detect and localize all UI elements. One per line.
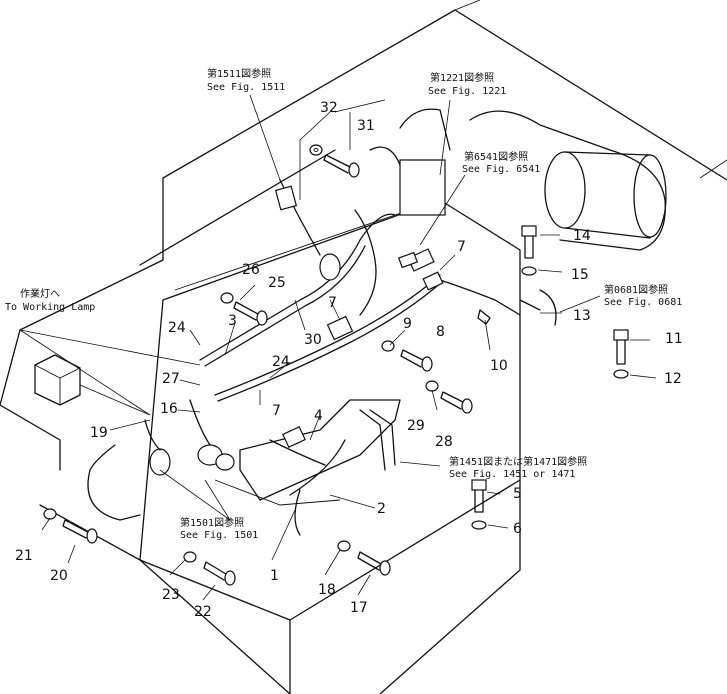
callout-fig1511-en: See Fig. 1511 — [207, 82, 285, 93]
part-20: 20 — [50, 568, 68, 584]
part-5: 5 — [513, 486, 522, 502]
part-15: 15 — [571, 267, 589, 283]
engine-assembly — [369, 108, 667, 326]
part-25: 25 — [268, 275, 286, 291]
leader-lines — [19, 94, 657, 601]
part-10: 10 — [490, 358, 508, 374]
part-4: 4 — [314, 408, 323, 424]
callout-fig1501-jp: 第1501図参照 — [180, 516, 244, 529]
part-1: 1 — [270, 568, 279, 584]
part-26: 26 — [242, 262, 260, 278]
part-30: 30 — [304, 332, 322, 348]
part-24-a: 24 — [168, 320, 186, 336]
callout-fig1221-en: See Fig. 1221 — [428, 86, 506, 97]
part-8: 8 — [436, 324, 445, 340]
front-block — [87, 399, 401, 521]
part-19: 19 — [90, 425, 108, 441]
bolt-14 — [521, 225, 537, 276]
callout-fig0681-en: See Fig. 0681 — [604, 297, 682, 308]
callout-fig1451-en: See Fig. 1451 or 1471 — [449, 469, 575, 480]
part-22: 22 — [194, 604, 212, 620]
part-31: 31 — [357, 118, 375, 134]
reference-callouts: 第1511図参照 See Fig. 1511 第1221図参照 See Fig.… — [5, 67, 682, 541]
part-7-b: 7 — [328, 295, 337, 311]
callout-lamp-jp: 作業灯へ — [20, 287, 60, 300]
fasteners — [43, 144, 629, 586]
part-18: 18 — [318, 582, 336, 598]
part-16: 16 — [160, 401, 178, 417]
part-23: 23 — [162, 587, 180, 603]
part-13: 13 — [573, 308, 591, 324]
bolt-25 — [220, 292, 268, 326]
part-9: 9 — [403, 316, 412, 332]
working-lamp — [19, 329, 201, 416]
callout-fig6541-en: See Fig. 6541 — [462, 164, 540, 175]
callout-fig1221-jp: 第1221図参照 — [430, 71, 494, 84]
callout-fig1511-jp: 第1511図参照 — [207, 67, 271, 80]
callout-fig1501-en: See Fig. 1501 — [180, 530, 258, 541]
part-17: 17 — [350, 600, 368, 616]
part-27: 27 — [162, 371, 180, 387]
callout-fig0681-jp: 第0681図参照 — [604, 283, 668, 296]
callout-lamp-en: To Working Lamp — [5, 302, 95, 313]
part-21: 21 — [15, 548, 33, 564]
part-6: 6 — [513, 521, 522, 537]
callout-fig1451-jp: 第1451図または第1471図参照 — [449, 455, 587, 468]
part-29: 29 — [407, 418, 425, 434]
part-14: 14 — [573, 228, 591, 244]
bolt-22 — [183, 551, 236, 586]
bolt-11 — [613, 329, 629, 379]
bolt-8 — [381, 340, 433, 372]
bolt-28 — [425, 380, 473, 414]
part-24-b: 24 — [272, 354, 290, 370]
part-7-c: 7 — [272, 403, 281, 419]
part-32: 32 — [320, 100, 338, 116]
part-28: 28 — [435, 434, 453, 450]
part-numbers: 1 2 3 4 5 6 7 7 7 8 9 10 11 12 13 14 15 … — [15, 100, 683, 620]
part-3: 3 — [228, 313, 237, 329]
callout-fig6541-jp: 第6541図参照 — [464, 150, 528, 163]
part-12: 12 — [664, 371, 682, 387]
bolt-5 — [471, 479, 487, 530]
part-7-a: 7 — [457, 239, 466, 255]
part-11: 11 — [665, 331, 683, 347]
bolt-17 — [337, 540, 391, 576]
bolt-31 — [309, 144, 360, 178]
wiring-harness — [144, 179, 541, 536]
bolt-20 — [43, 508, 98, 544]
part-2: 2 — [377, 501, 386, 517]
relay-box-6541 — [399, 159, 446, 216]
